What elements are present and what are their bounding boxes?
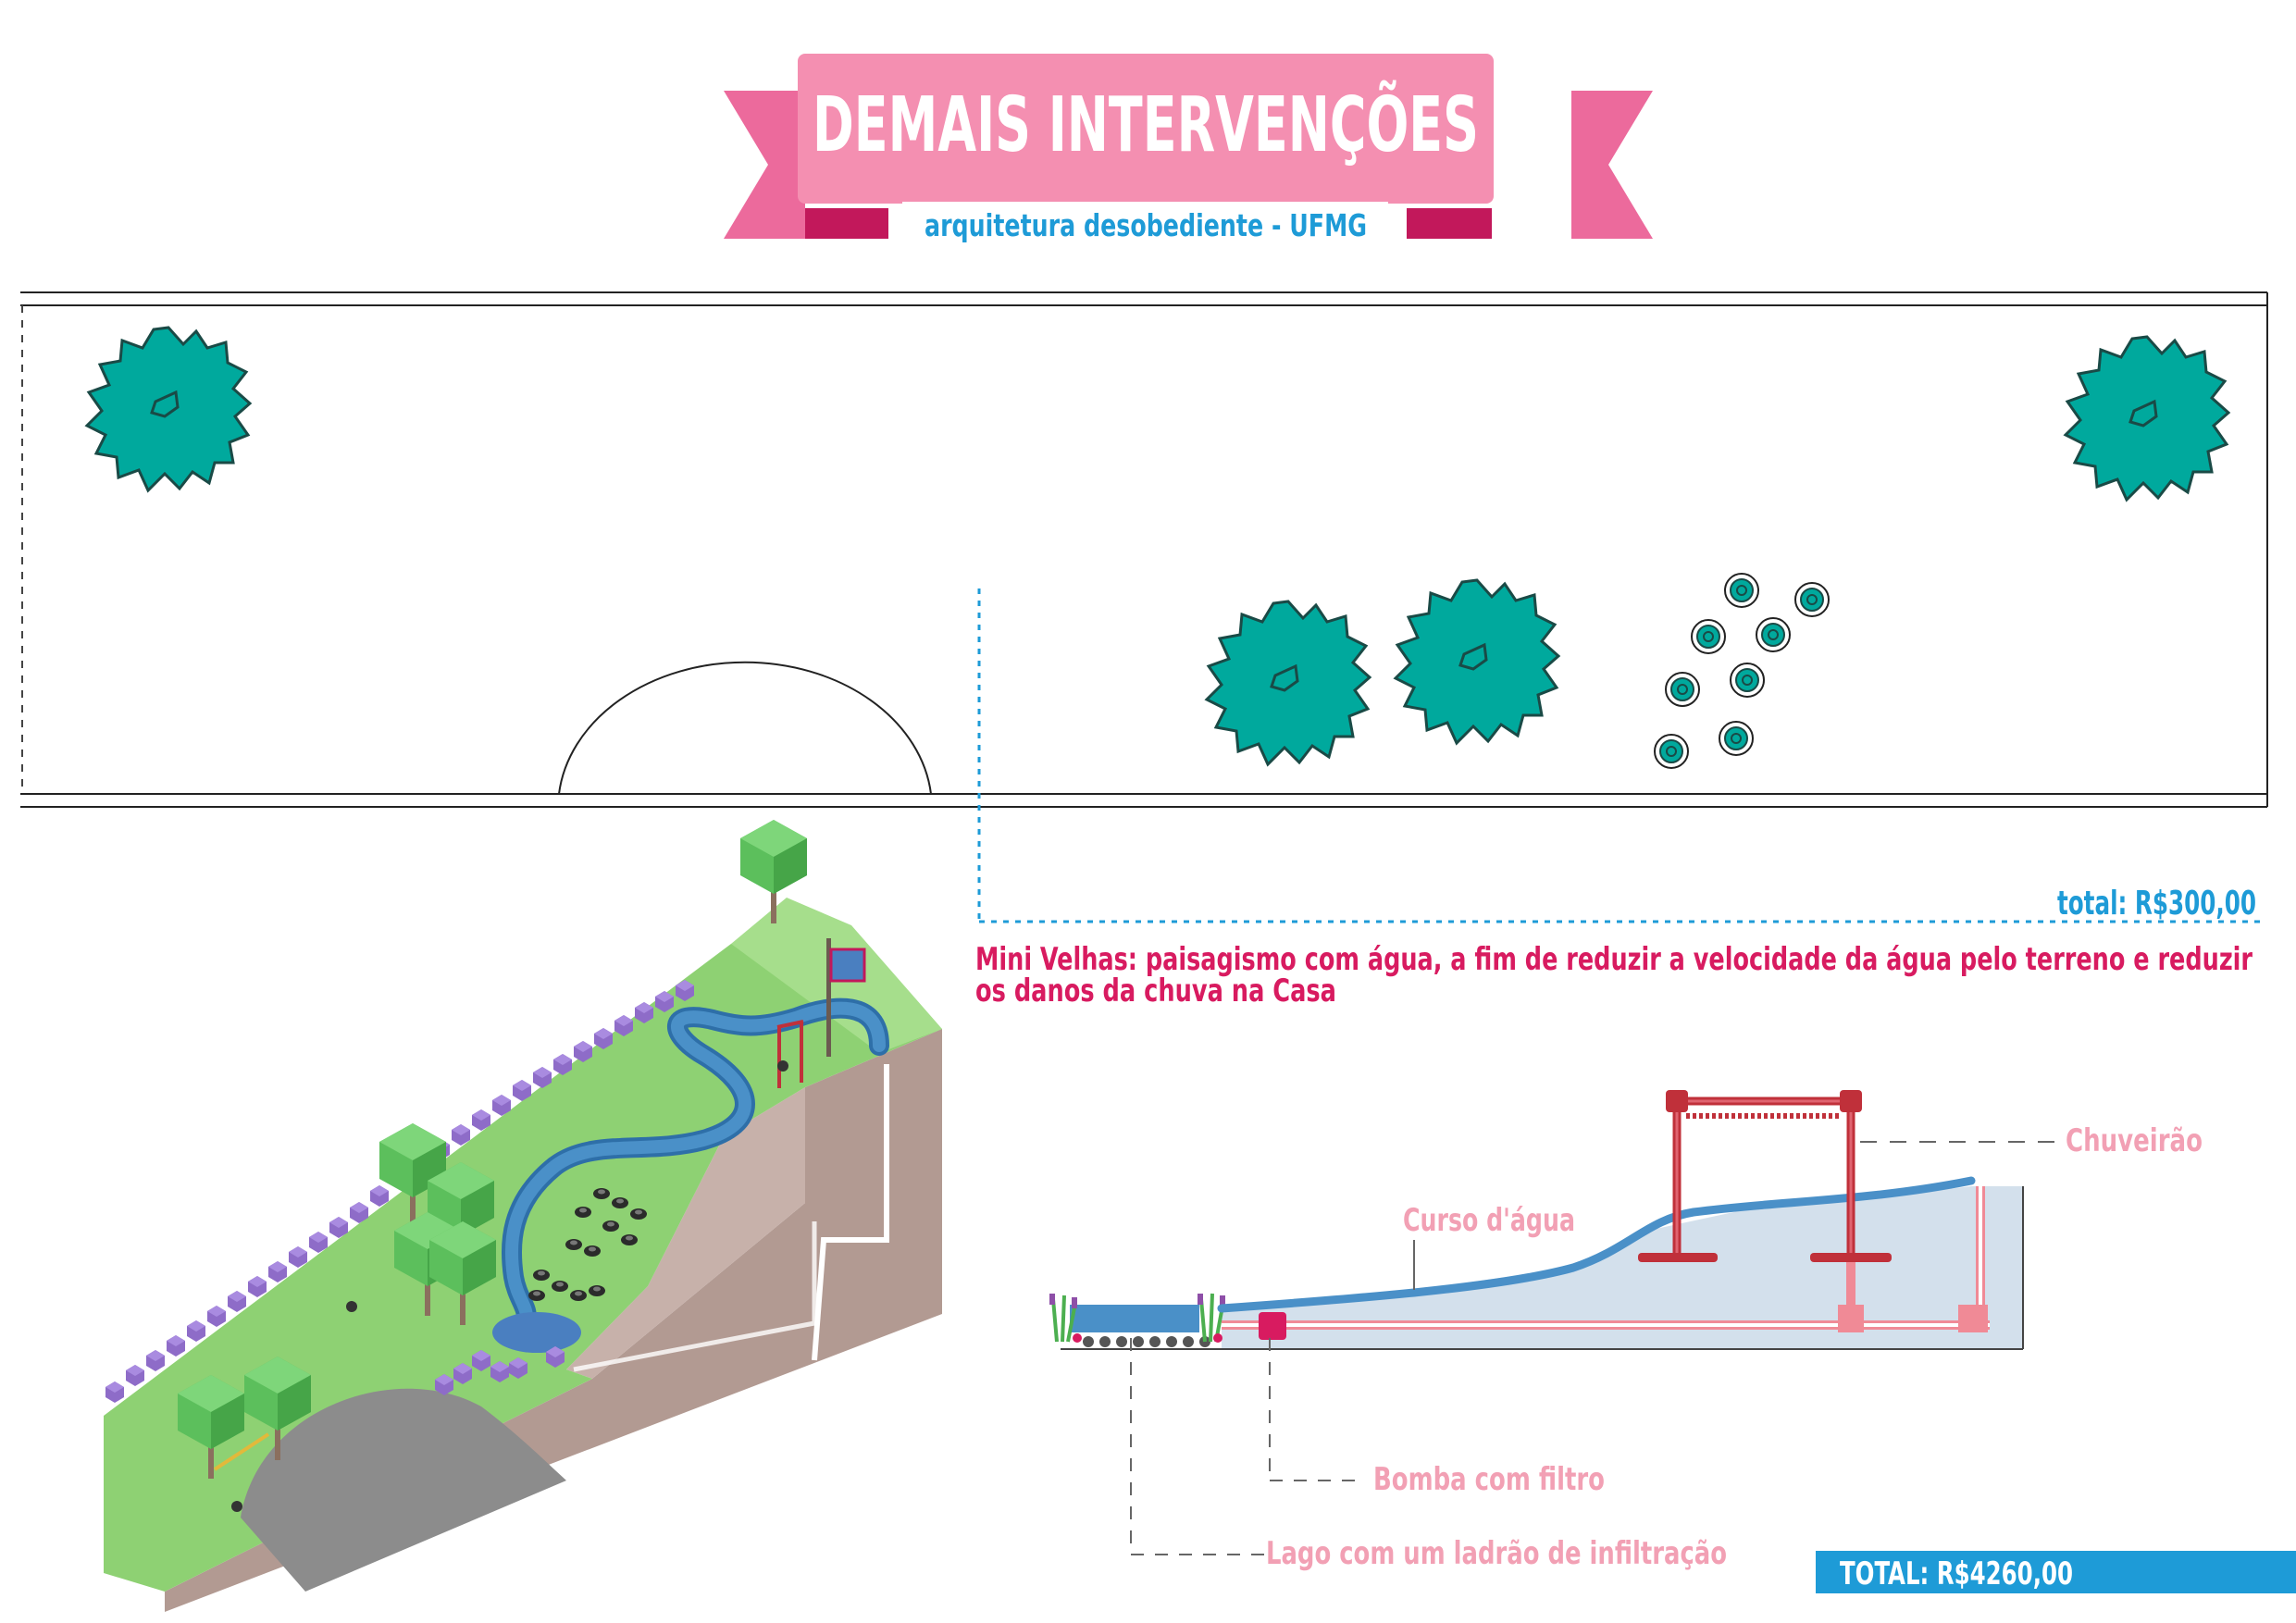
watercourse (1217, 1176, 1976, 1313)
person-icon (777, 1060, 788, 1072)
soil-side (165, 1029, 942, 1612)
water-section (1049, 1090, 2060, 1555)
site-plan (20, 291, 2268, 923)
soil-cut (566, 1087, 805, 1379)
shower-frame (1638, 1090, 1892, 1262)
tire-icon (533, 1270, 550, 1281)
pond (492, 1312, 581, 1353)
ribbon-right-tail (1571, 91, 1653, 239)
grand-total-badge: TOTAL: R$4260,00 (1816, 1551, 2296, 1593)
tire-icon (575, 1207, 591, 1218)
plan-description: Mini Velhas: paisagismo com água, a fim … (975, 941, 2253, 978)
ribbon-right-fold (1407, 208, 1492, 239)
tire-icon (621, 1234, 638, 1245)
shrub-icon (1691, 619, 1726, 654)
ribbon-left-fold (805, 208, 888, 239)
person-icon (346, 1301, 357, 1312)
lake-stones (1083, 1336, 1210, 1347)
pipe (573, 1221, 817, 1372)
shrub-icon (1719, 721, 1754, 756)
isometric-landscape (104, 820, 942, 1612)
pipe (812, 1064, 889, 1361)
shrub-icon (1724, 573, 1759, 608)
tree-icon (2064, 335, 2230, 502)
tire-icon (570, 1290, 587, 1301)
title-banner: DEMAIS INTERVENÇÕES arquitetura desobedi… (724, 54, 1653, 250)
page-subtitle: arquitetura desobediente - UFMG (925, 207, 1367, 243)
tire-icon (593, 1188, 610, 1199)
shrub-icon (1730, 663, 1765, 698)
grand-total: TOTAL: R$4260,00 (1840, 1555, 2073, 1592)
person-icon (231, 1501, 242, 1512)
tire-icon (630, 1208, 647, 1220)
pump (1259, 1312, 1286, 1340)
semicircle-structure (558, 661, 932, 795)
ground-fill (1222, 1186, 2023, 1349)
tire-icon (589, 1285, 605, 1296)
grey-mound (241, 1388, 566, 1592)
tire-icon (612, 1197, 628, 1208)
ribbon-left-tail (724, 91, 805, 239)
shrub-icon (1654, 734, 1689, 769)
ribbon-main (798, 54, 1494, 204)
lake-label: Lago com um ladrão de infiltração (1266, 1535, 1727, 1572)
tire-icon (602, 1220, 619, 1232)
lake (1070, 1305, 1199, 1332)
tire-icon (565, 1239, 582, 1250)
flag-icon (829, 948, 866, 983)
tire-icon (552, 1281, 568, 1292)
reed-icon (1051, 1293, 1225, 1343)
page-title: DEMAIS INTERVENÇÕES (813, 80, 1479, 169)
shrub-icon (1794, 582, 1830, 617)
shrub-icon (1756, 617, 1791, 652)
tire-icon (528, 1290, 545, 1301)
tree-icon (85, 326, 252, 492)
pump-label: Bomba com filtro (1373, 1461, 1605, 1498)
plan-description: os danos da chuva na Casa (975, 973, 1336, 1010)
plan-total: total: R$300,00 (2057, 885, 2256, 923)
tree-icon (1394, 578, 1560, 745)
watercourse-label: Curso d'água (1403, 1202, 1575, 1239)
tree-icon (1205, 600, 1371, 766)
tire-icon (584, 1245, 601, 1257)
shrub-icon (1665, 672, 1700, 707)
shower-label: Chuveirão (2066, 1122, 2203, 1159)
